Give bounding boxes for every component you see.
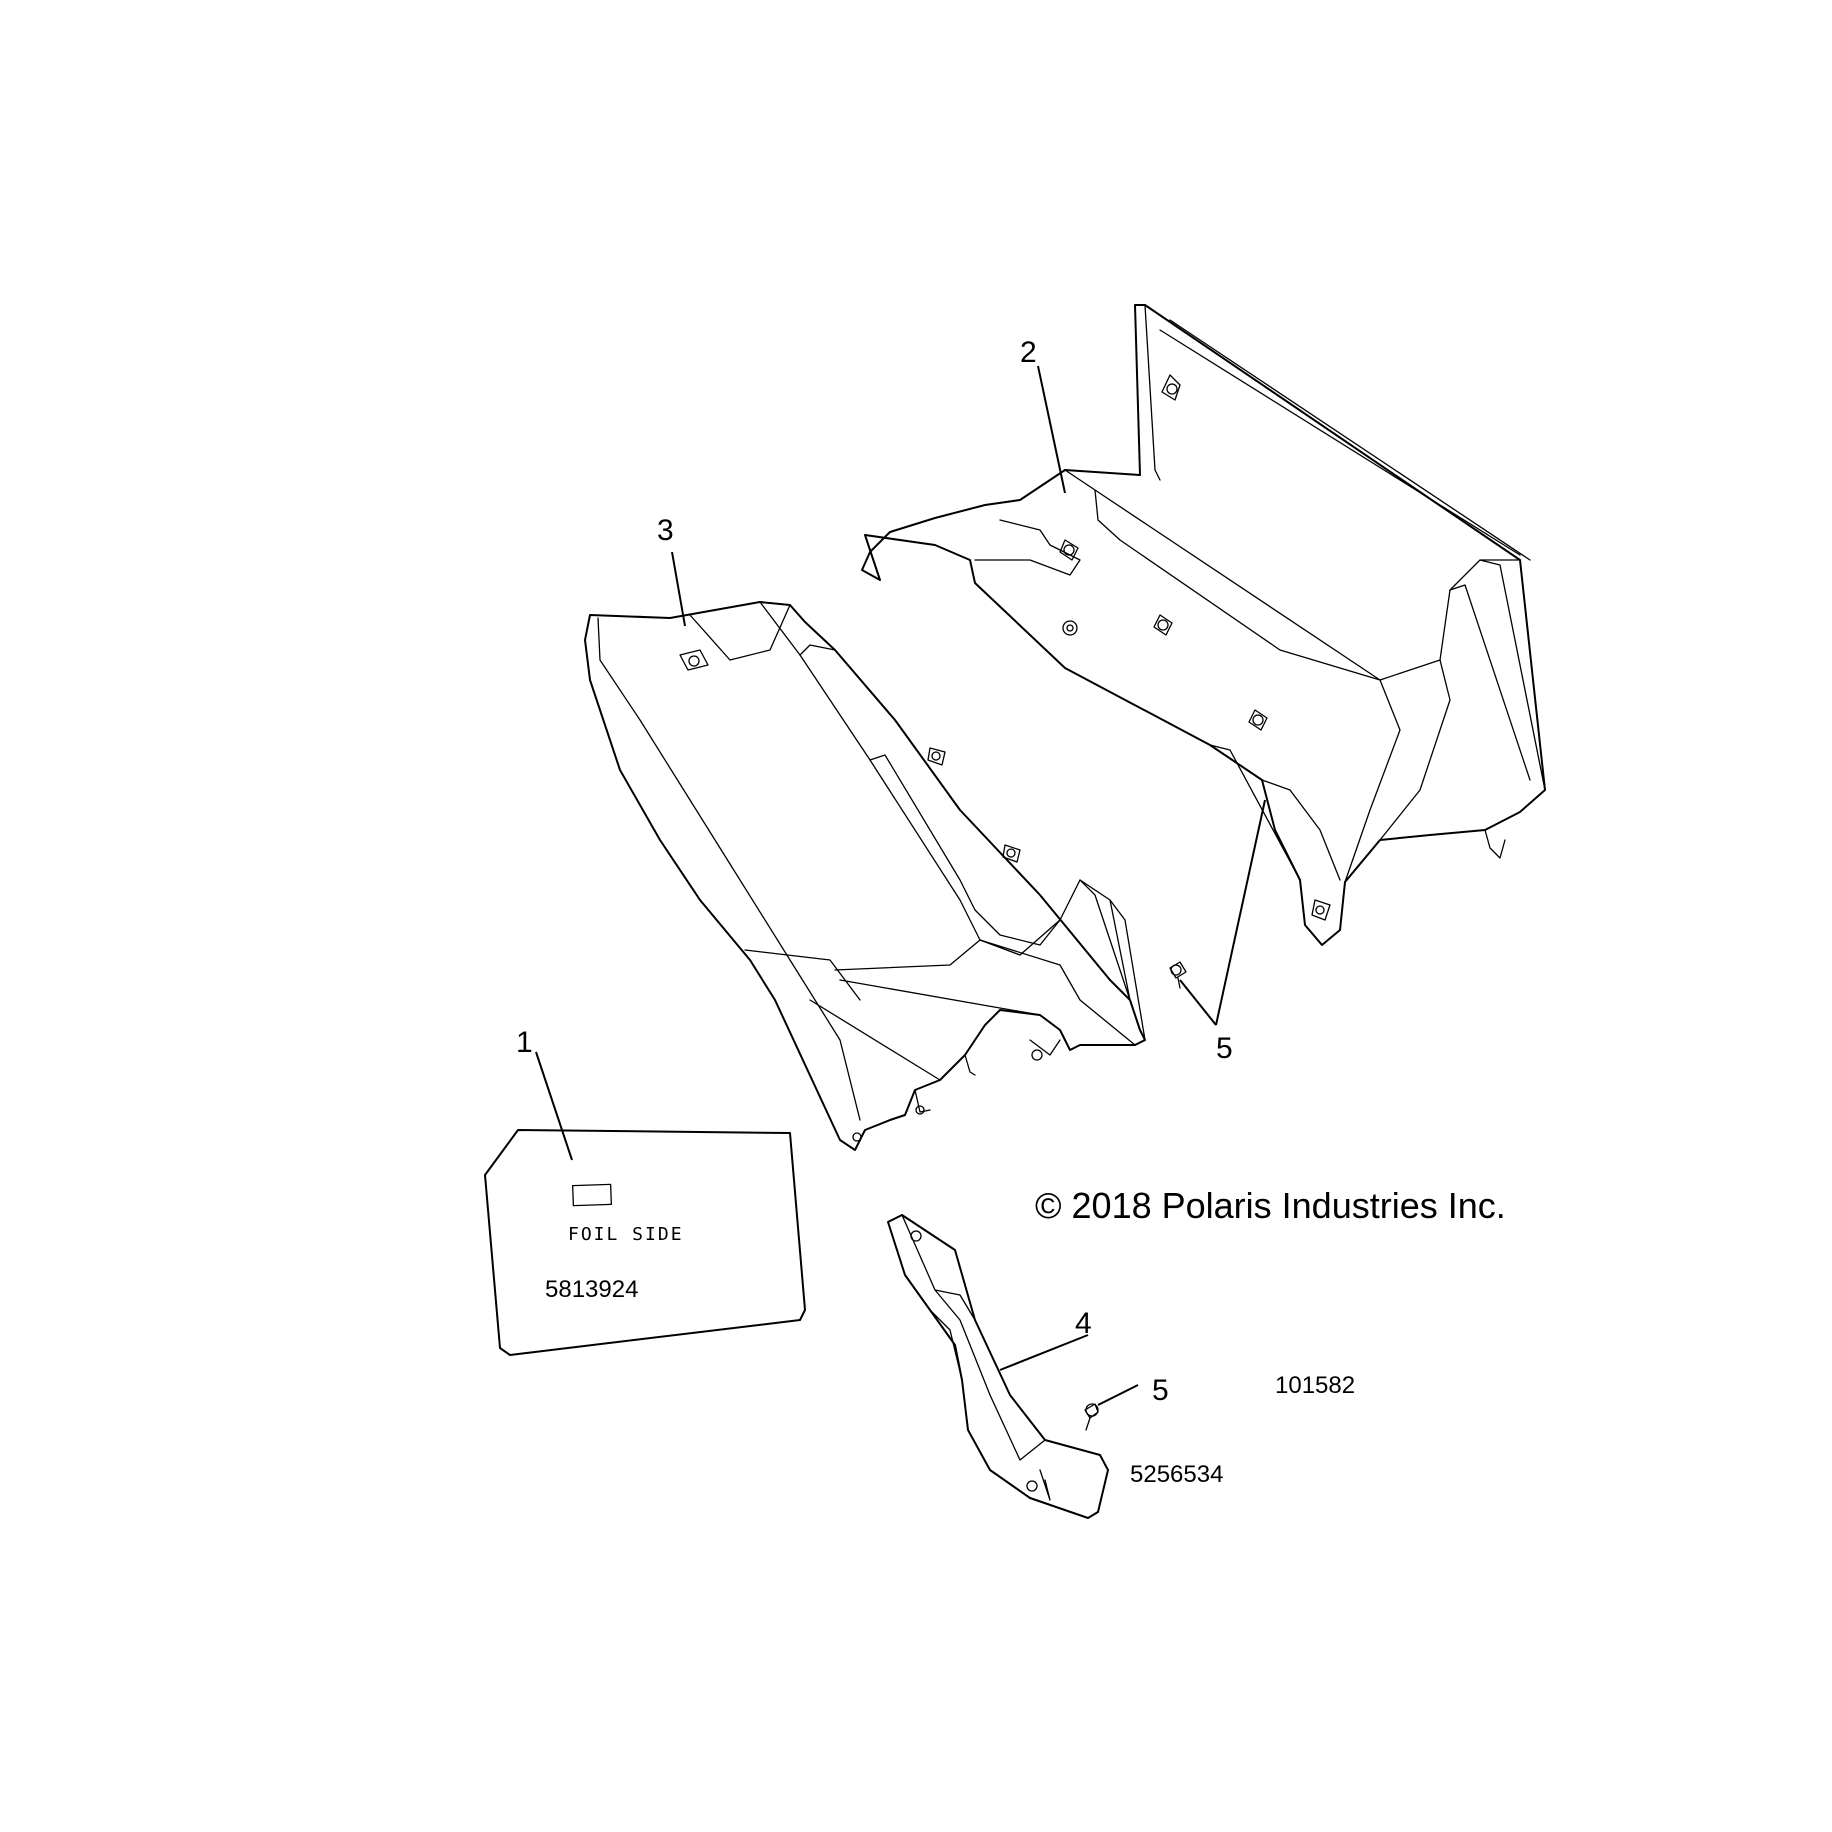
leader-1 xyxy=(535,1051,573,1161)
leader-4 xyxy=(999,1334,1089,1371)
callout-3: 3 xyxy=(657,514,674,547)
callout-4: 4 xyxy=(1075,1307,1092,1340)
diagram-id: 101582 xyxy=(1275,1372,1355,1399)
callout-5-lower: 5 xyxy=(1152,1374,1169,1407)
callout-1: 1 xyxy=(516,1026,533,1059)
leader-3 xyxy=(671,551,686,627)
leader-2 xyxy=(1037,365,1066,494)
part-2-rear-panel xyxy=(861,304,1546,946)
callout-2: 2 xyxy=(1020,336,1037,369)
part-number-bracket: 5256534 xyxy=(1130,1461,1223,1488)
part-number-heat-shield: 5813924 xyxy=(545,1276,638,1303)
leader-lines xyxy=(535,365,1266,1406)
part-4-bracket: 5256534 xyxy=(887,1214,1223,1519)
leader-5a-lower xyxy=(1179,979,1217,1026)
part-1-heat-shield: FOIL SIDE 5813924 xyxy=(484,1129,806,1356)
leader-5a-upper xyxy=(1215,799,1266,1026)
callout-5-upper: 5 xyxy=(1216,1032,1233,1065)
part-3-side-panel xyxy=(584,601,1146,1151)
part-5-fasteners xyxy=(1084,961,1187,1431)
leader-5b xyxy=(1097,1384,1139,1406)
foil-side-label: FOIL SIDE xyxy=(568,1224,684,1245)
copyright-notice: © 2018 Polaris Industries Inc. xyxy=(1035,1185,1506,1226)
